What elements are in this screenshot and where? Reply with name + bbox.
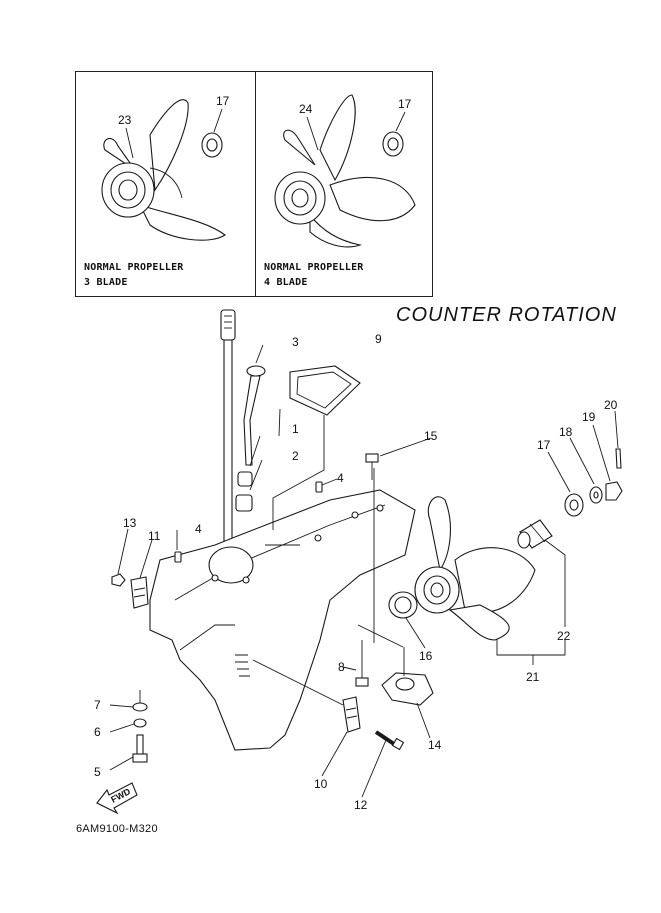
diagram-title: COUNTER ROTATION <box>396 304 617 326</box>
callout-4-a: 4 <box>337 471 344 485</box>
water-tube-3 <box>243 365 266 466</box>
dowel-pin-4a <box>315 481 323 493</box>
callout-15: 15 <box>424 429 438 443</box>
callout-18: 18 <box>559 425 573 439</box>
callout-14: 14 <box>428 738 442 752</box>
lower-casing <box>149 489 416 751</box>
inset-caption-line2: 3 BLADE <box>84 277 128 288</box>
inset-caption-4-blade: NORMAL PROPELLER 4 BLADE <box>264 260 364 290</box>
nut-13 <box>111 573 126 587</box>
inset-spline-washer-17a <box>201 132 223 158</box>
callout-10: 10 <box>314 777 328 791</box>
callout-9: 9 <box>375 332 382 346</box>
callout-7: 7 <box>94 698 101 712</box>
cotter-pin-20 <box>615 448 622 469</box>
propeller-21 <box>414 496 536 641</box>
cap-14 <box>381 672 434 706</box>
spacer-16 <box>388 591 418 619</box>
callout-4-b: 4 <box>195 522 202 536</box>
bolt-15 <box>365 453 379 480</box>
callout-3: 3 <box>292 335 299 349</box>
trim-tab-10 <box>342 696 361 733</box>
callout-16: 16 <box>419 649 433 663</box>
callout-13: 13 <box>123 516 137 530</box>
bushing-22 <box>517 519 553 549</box>
propeller-3-blade-drawing <box>101 99 226 241</box>
callout-1: 1 <box>292 422 299 436</box>
callout-23: 23 <box>118 113 132 127</box>
diagram-code: 6AM9100-M320 <box>76 823 158 835</box>
callout-17-inset-b: 17 <box>398 97 412 111</box>
callout-2: 2 <box>292 449 299 463</box>
callout-19: 19 <box>582 410 596 424</box>
callout-20: 20 <box>604 398 618 412</box>
callout-11: 11 <box>148 529 161 543</box>
callout-21: 21 <box>526 670 540 684</box>
inset-caption-line2: 4 BLADE <box>264 277 308 288</box>
inset-4-blade-propeller: NORMAL PROPELLER 4 BLADE <box>255 71 433 297</box>
bolt-12 <box>374 730 405 751</box>
callout-17-inset-a: 17 <box>216 94 230 108</box>
washer-7 <box>132 702 148 712</box>
fwd-arrow-icon: FWD <box>96 782 138 815</box>
callout-5: 5 <box>94 765 101 779</box>
anode-11 <box>130 576 149 609</box>
washer-18 <box>589 486 603 504</box>
callout-6: 6 <box>94 725 101 739</box>
bolt-8 <box>355 640 369 687</box>
inset-caption-line1: NORMAL PROPELLER <box>264 262 364 273</box>
callout-22: 22 <box>557 629 571 643</box>
drive-shaft <box>220 309 236 546</box>
callout-24: 24 <box>299 102 313 116</box>
inset-spline-washer-17b <box>382 131 404 157</box>
nut-19 <box>605 481 623 501</box>
bolt-5 <box>132 734 148 763</box>
inset-caption-3-blade: NORMAL PROPELLER 3 BLADE <box>84 260 184 290</box>
inset-caption-line1: NORMAL PROPELLER <box>84 262 184 273</box>
callout-12: 12 <box>354 798 368 812</box>
washer-6 <box>133 718 147 728</box>
propeller-4-blade-drawing <box>274 94 416 248</box>
dowel-pin-4b <box>174 551 182 563</box>
grommets-1-2 <box>235 471 253 512</box>
spline-washer-17 <box>564 493 584 517</box>
gasket-9 <box>289 365 361 416</box>
callout-17: 17 <box>537 438 551 452</box>
callout-8: 8 <box>338 660 345 674</box>
